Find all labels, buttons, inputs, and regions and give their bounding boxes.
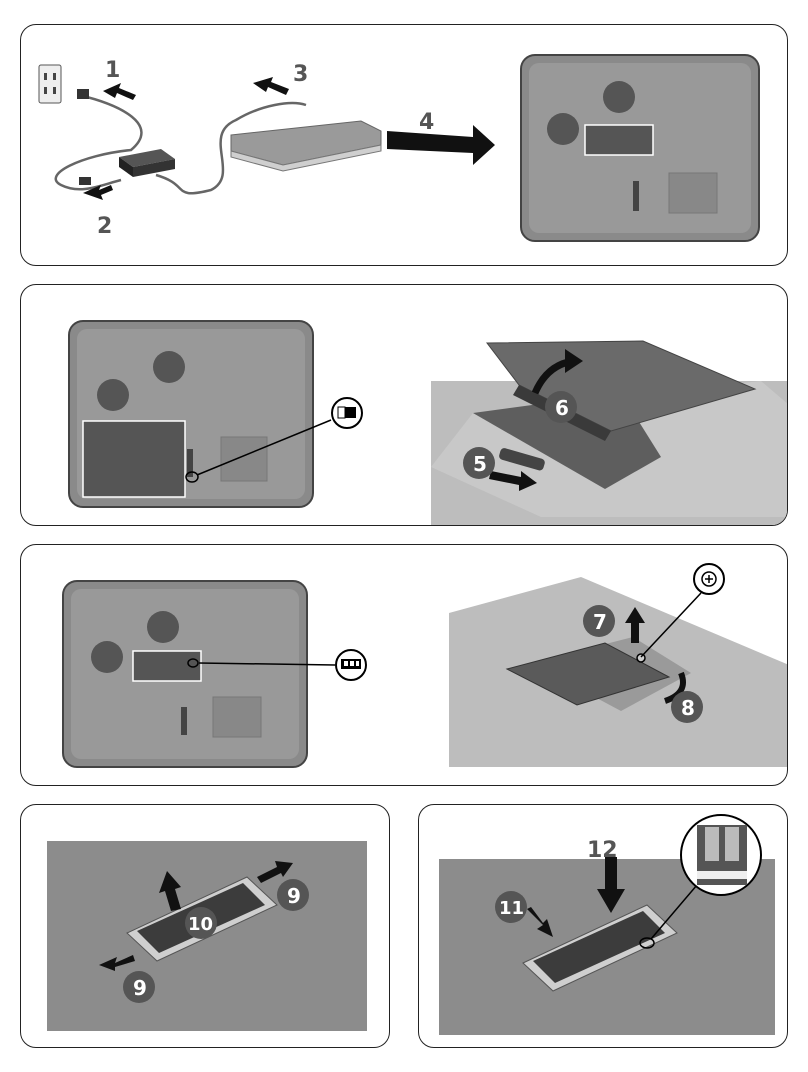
- notch-detail-magnifier: [681, 815, 761, 895]
- panel-step-7-8: 7 8: [20, 544, 788, 786]
- panel-step-9-10: 10 9 9: [20, 804, 390, 1048]
- arrow-step-2: [83, 185, 113, 200]
- laptop-closed: [231, 121, 381, 171]
- laptop-bottom-view: [521, 55, 759, 241]
- step-9-left-label: 9: [133, 976, 147, 1000]
- adapter-plug: [79, 177, 91, 185]
- battery-icon: [332, 398, 362, 428]
- step-10-label: 10: [188, 914, 213, 935]
- arrow-step-3: [253, 77, 289, 95]
- panel-step-1-4: 1 2 3 4: [20, 24, 788, 266]
- step-2-label: 2: [97, 214, 112, 239]
- step-11-label: 11: [499, 898, 524, 919]
- panel-3-illustration: 7 8: [21, 545, 788, 786]
- step-8-label: 8: [681, 696, 695, 720]
- arrow-step-4: [387, 125, 495, 165]
- power-cord: [56, 95, 142, 189]
- cover-removal-scene: [449, 577, 788, 767]
- step-12-label: 12: [587, 838, 618, 863]
- memory-module-icon: [336, 650, 366, 680]
- arrow-step-1: [103, 83, 136, 100]
- panel-1-illustration: 1 2 3 4: [21, 25, 788, 266]
- panel-step-5-6: 6 5: [20, 284, 788, 526]
- laptop-bottom-view: [63, 581, 307, 767]
- panel-step-11-12: 12 11: [418, 804, 788, 1048]
- step-6-label: 6: [555, 396, 569, 420]
- ac-adapter-icon: [119, 149, 175, 177]
- step-1-label: 1: [105, 58, 120, 83]
- screw-loosen-icon: [694, 564, 724, 594]
- step-4-label: 4: [419, 110, 434, 135]
- step-9-right-label: 9: [287, 884, 301, 908]
- laptop-bottom-view: [69, 321, 313, 507]
- battery-removal-scene: [431, 341, 788, 526]
- power-outlet-icon: [39, 65, 61, 103]
- step-3-label: 3: [293, 62, 308, 87]
- panel-4-illustration: 10 9 9: [21, 805, 390, 1048]
- step-7-label: 7: [593, 610, 607, 634]
- step-5-label: 5: [473, 452, 487, 476]
- panel-5-illustration: 12 11: [419, 805, 788, 1048]
- panel-2-illustration: 6 5: [21, 285, 788, 526]
- power-plug: [77, 89, 89, 99]
